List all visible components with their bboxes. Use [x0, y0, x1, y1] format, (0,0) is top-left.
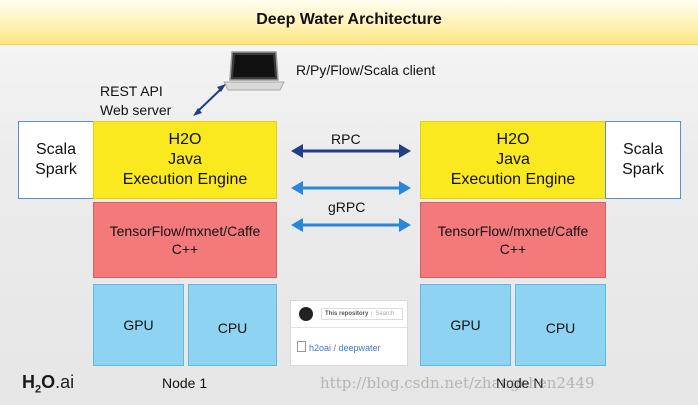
- gpu-label: GPU: [123, 317, 154, 333]
- grpc-arrow-bottom: [291, 218, 411, 232]
- cpu-box-node-n: CPU: [515, 284, 606, 366]
- rest-api-label: REST API: [100, 83, 163, 99]
- gpu-box-node-n: GPU: [420, 284, 511, 366]
- github-repo-link[interactable]: h2oai / deepwater: [297, 341, 381, 353]
- grpc-label: gRPC: [328, 199, 366, 215]
- cpu-label: CPU: [217, 320, 248, 336]
- rest-api-arrow: [193, 84, 226, 116]
- node-n-label: Node N: [496, 375, 544, 391]
- grpc-arrow-top: [291, 181, 411, 195]
- h2o-engine-box-node-1: H2O Java Execution Engine: [93, 121, 277, 199]
- spark-label: Spark: [622, 161, 664, 178]
- h2o-engine-box-node-n: H2O Java Execution Engine: [420, 121, 606, 199]
- cpu-box-node-1: CPU: [188, 284, 277, 366]
- cpu-label: CPU: [545, 320, 576, 336]
- dl-backend-box-node-1: TensorFlow/mxnet/Caffe C++: [93, 202, 277, 278]
- search-placeholder: Search: [375, 311, 395, 317]
- h2o-label: H2O: [496, 131, 530, 148]
- search-scope-label: This repository: [322, 311, 373, 317]
- dl-backend-box-node-n: TensorFlow/mxnet/Caffe C++: [420, 202, 606, 278]
- laptop-icon: [223, 51, 285, 91]
- github-repo-card[interactable]: This repository Search h2oai / deepwater: [290, 300, 408, 366]
- repo-name: h2oai / deepwater: [309, 343, 381, 353]
- rpc-arrow: [291, 144, 411, 158]
- web-server-label: Web server: [100, 102, 172, 118]
- diagram-title: Deep Water Architecture: [256, 11, 442, 28]
- scala-spark-box-node-n: Scala Spark: [605, 121, 681, 199]
- java-label: Java: [168, 151, 202, 168]
- watermark-url: http://blog.csdn.net/zhangchen2449: [320, 374, 595, 392]
- h2o-ai-logo: H2O.ai: [22, 372, 75, 396]
- scala-spark-box-node-1: Scala Spark: [18, 121, 94, 199]
- node-1-label: Node 1: [162, 375, 208, 391]
- rpc-label: RPC: [331, 131, 361, 147]
- h2o-label: H2O: [168, 131, 202, 148]
- execution-engine-label: Execution Engine: [450, 171, 576, 188]
- cpp-label: C++: [171, 241, 199, 257]
- github-octocat-icon: [299, 307, 313, 321]
- repo-icon: [297, 341, 306, 352]
- dl-frameworks-label: TensorFlow/mxnet/Caffe: [109, 223, 261, 239]
- dl-frameworks-label: TensorFlow/mxnet/Caffe: [437, 223, 589, 239]
- scala-label: Scala: [622, 141, 664, 158]
- cpp-label: C++: [499, 241, 527, 257]
- scala-label: Scala: [35, 141, 77, 158]
- execution-engine-label: Execution Engine: [122, 171, 248, 188]
- java-label: Java: [496, 151, 530, 168]
- github-header: This repository Search: [291, 301, 407, 328]
- github-search-field[interactable]: This repository Search: [321, 308, 403, 320]
- gpu-label: GPU: [450, 317, 481, 333]
- gpu-box-node-1: GPU: [93, 284, 184, 366]
- client-label: R/Py/Flow/Scala client: [296, 62, 436, 78]
- title-bar: Deep Water Architecture: [0, 0, 698, 45]
- spark-label: Spark: [35, 161, 77, 178]
